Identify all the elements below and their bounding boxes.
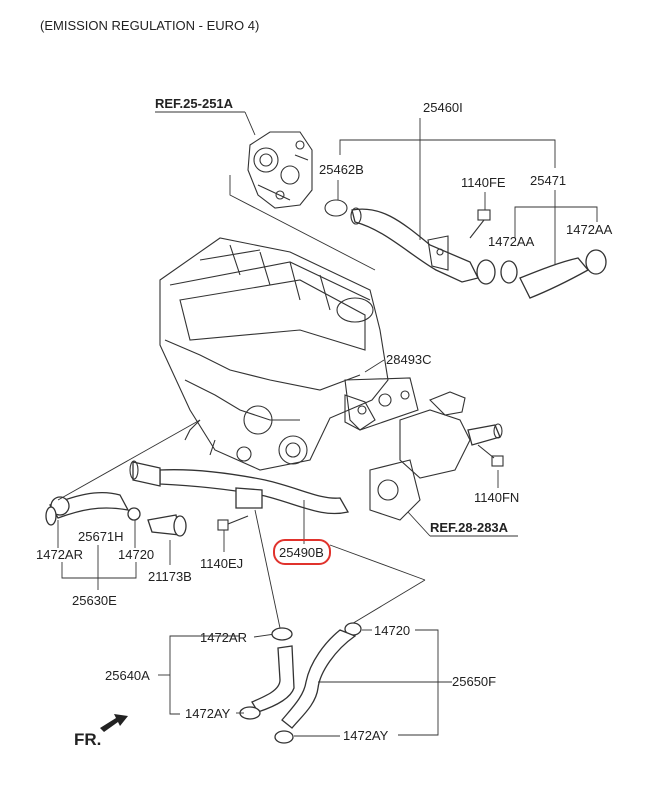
dashed-link-lower-left (254, 509, 281, 629)
ref-25-251a-label[interactable]: REF.25-251A (155, 96, 234, 111)
label-14720-left: 14720 (118, 547, 154, 562)
ref-28-283a-callout[interactable]: REF.28-283A (407, 511, 518, 537)
hose-25650f (274, 622, 362, 744)
label-25460i: 25460I (423, 100, 463, 115)
dashed-link-mid (329, 544, 426, 581)
label-1140ej: 1140EJ (200, 556, 243, 571)
bracket-25630e (61, 562, 137, 579)
bolt-1140fn (477, 444, 504, 467)
ref-28-283a-label[interactable]: REF.28-283A (430, 520, 509, 535)
label-25490b[interactable]: 25490B (279, 545, 324, 560)
bracket-25460i (339, 139, 556, 168)
label-1472aa-left: 1472AA (488, 234, 535, 249)
label-25650f: 25650F (452, 674, 496, 689)
water-pump-housing (247, 131, 313, 209)
engine-block (159, 237, 389, 471)
highlight-25490b[interactable] (273, 539, 331, 565)
label-1140fn: 1140FN (474, 490, 519, 505)
bracket-25650f (398, 629, 439, 736)
dashed-link-lower-right (349, 579, 426, 626)
bolt-1140fe (469, 209, 491, 239)
label-28493c: 28493C (386, 352, 432, 367)
front-direction-indicator: FR. (74, 714, 128, 749)
leader-28493c (364, 359, 385, 373)
label-25640a: 25640A (105, 668, 150, 683)
label-25462b: 25462B (319, 162, 364, 177)
label-25630e: 25630E (72, 593, 117, 608)
hose-25471 (500, 249, 607, 299)
label-1472aa-right: 1472AA (566, 222, 613, 237)
label-25471: 25471 (530, 173, 566, 188)
fitting-21173b (147, 514, 187, 537)
label-1472ar-left: 1472AR (36, 547, 83, 562)
bolt-1140ej (217, 515, 249, 531)
diagram-header: (EMISSION REGULATION - EURO 4) (40, 18, 259, 33)
egr-gasket-28493c (344, 377, 419, 431)
thermostat-housing (369, 391, 503, 521)
label-1140fe: 1140FE (461, 175, 506, 190)
ref-25-251a-callout[interactable]: REF.25-251A (155, 96, 256, 136)
label-25671h: 25671H (78, 529, 124, 544)
water-pipe-25460i (350, 207, 496, 285)
label-1472ay-left: 1472AY (185, 706, 231, 721)
hose-25490b (129, 446, 349, 515)
label-21173b: 21173B (148, 569, 192, 584)
dashed-link-pump (229, 175, 376, 271)
dashed-link-left (57, 419, 201, 501)
bracket-25471 (514, 206, 598, 238)
front-arrow-icon (100, 714, 128, 732)
bracket-25640a (169, 635, 240, 715)
ref-25-251a-leader (244, 111, 256, 136)
hose-25671h (45, 491, 141, 526)
fr-label: FR. (74, 730, 101, 749)
ref-28-283a-leader (407, 511, 431, 537)
hose-25640a (239, 627, 295, 720)
label-1472ay-right: 1472AY (343, 728, 389, 743)
label-1472ar-lower: 1472AR (200, 630, 247, 645)
label-14720-lower: 14720 (374, 623, 410, 638)
o-ring-25462b (324, 199, 348, 217)
